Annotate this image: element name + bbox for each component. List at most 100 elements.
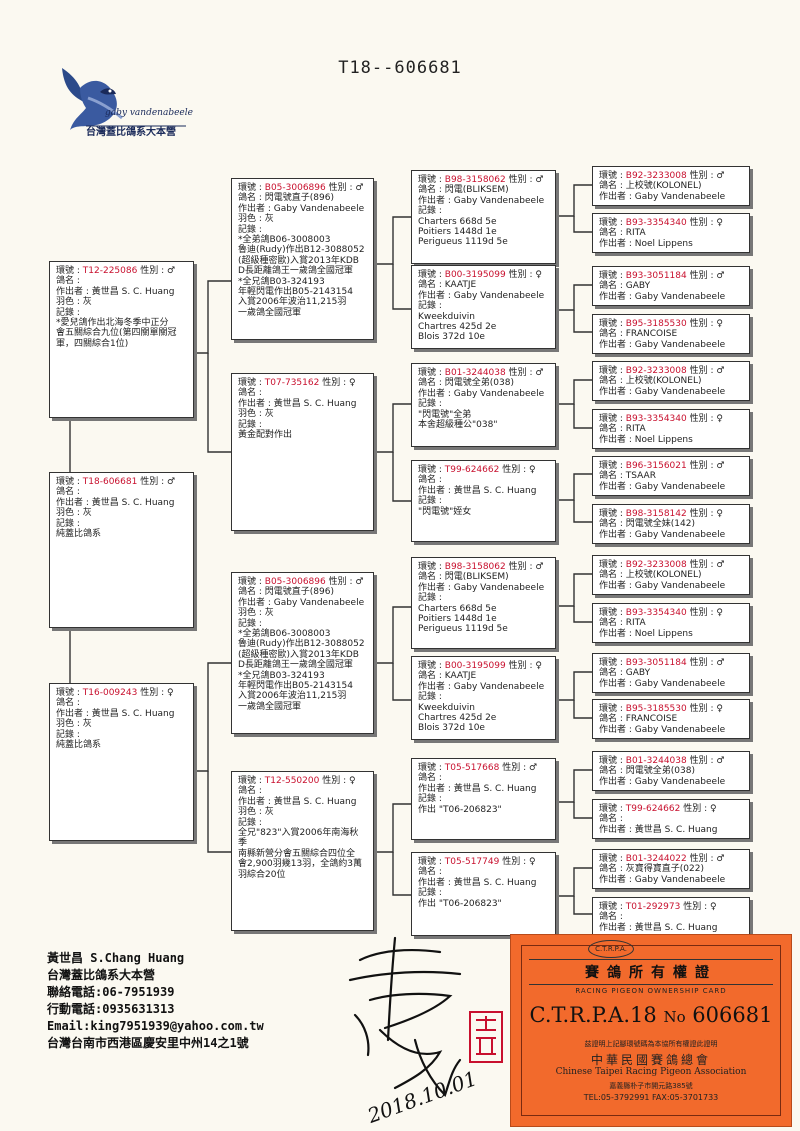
- pigeon-name: 鴿名 : FRANCOISE: [599, 329, 678, 340]
- pedigree-box-gggp-4: 環號 : B95-3185530 性別 : ♀ 鴿名 : FRANCOISE 作…: [592, 314, 750, 354]
- record-label: 記錄 :: [238, 419, 262, 430]
- record-label: 記錄 :: [418, 301, 442, 312]
- notes: 全兄"823"入賞2006年南海秋季 南縣新營分會五關綜合四位全 會2,900羽…: [238, 828, 362, 880]
- contact-name: 黃世昌 S.Chang Huang: [47, 951, 185, 965]
- sex: 性別 : ♀: [689, 218, 723, 228]
- notes: "閃電號"姪女: [418, 506, 472, 517]
- color: 羽色 : 灰: [238, 214, 274, 225]
- contact-mobile: 行動電話:0935631313: [47, 1002, 175, 1016]
- breeder: 作出者 : Gaby Vandenabeele: [599, 291, 726, 302]
- breeder: 作出者 : 黃世昌 S. C. Huang: [56, 286, 175, 297]
- pedigree-box-gggp-15: 環號 : B01-3244022 性別 : ♂ 鴿名 : 灰寶得寶直子(022)…: [592, 849, 750, 889]
- pigeon-name: 鴿名 : FRANCOISE: [599, 714, 678, 725]
- pigeon-name: 鴿名 : 閃電號全妹(142): [599, 519, 695, 530]
- ring-number: B92-3233008: [625, 560, 687, 570]
- ring-number: T12-550200: [264, 776, 320, 786]
- sex: 性別 : ♀: [689, 319, 723, 329]
- pedigree-box-gggp-7: 環號 : B96-3156021 性別 : ♂ 鴿名 : TSAAR 作出者 :…: [592, 456, 750, 496]
- pedigree-box-granddam-1: 環號 : T07-735162 性別 : ♀ 鴿名 : 作出者 : 黃世昌 S.…: [231, 373, 374, 531]
- record-label: 記錄 :: [418, 593, 442, 604]
- ring-number: T12-225086: [82, 266, 138, 276]
- pedigree-box-grandsire-2: 環號 : B05-3006896 性別 : ♂ 鴿名 : 閃電號直子(896) …: [231, 572, 374, 734]
- ring-number: T99-624662: [444, 465, 500, 475]
- ring-number: B92-3233008: [625, 366, 687, 376]
- sex: 性別 : ♂: [689, 461, 725, 471]
- pedigree-box-gggp-12: 環號 : B95-3185530 性別 : ♀ 鴿名 : FRANCOISE 作…: [592, 699, 750, 739]
- sex: 性別 : ♀: [689, 414, 723, 424]
- card-title: 賽鴿所有權證: [529, 959, 773, 985]
- color: 羽色 : 灰: [238, 409, 274, 420]
- breeder: 作出者 : Gaby Vandenabeele: [599, 678, 726, 689]
- sex: 性別 : ♂: [328, 183, 364, 193]
- contact-loft: 台灣蓋比鴿系大本營: [47, 968, 156, 982]
- pigeon-name: 鴿名 : 閃電號全弟(038): [599, 766, 695, 777]
- pigeon-name: 鴿名 : 閃電(BLIKSEM): [418, 572, 509, 583]
- breeder: 作出者 : 黃世昌 S. C. Huang: [238, 796, 357, 807]
- sex: 性別 : ♀: [683, 902, 717, 912]
- pigeon-name: 鴿名 :: [56, 276, 80, 287]
- ring-number: B92-3233008: [625, 171, 687, 181]
- notes: 純蓋比鴿系: [56, 740, 102, 751]
- pigeon-name: 鴿名 :: [599, 814, 623, 825]
- logo-caption: 台灣蓋比鴿系大本營: [86, 127, 176, 138]
- ring-number: T05-517668: [444, 763, 500, 773]
- ring-number: B05-3006896: [264, 577, 326, 587]
- pigeon-name: 鴿名 : 閃電(BLIKSEM): [418, 185, 509, 196]
- pedigree-box-gggp-8: 環號 : B98-3158142 性別 : ♀ 鴿名 : 閃電號全妹(142) …: [592, 504, 750, 544]
- record-label: 記錄 :: [238, 817, 262, 828]
- card-certification: 茲證明上記腳環號碼為本協所有權證此證明: [584, 1040, 718, 1048]
- sex: 性別 : ♂: [508, 175, 544, 185]
- pedigree-box-ggp-2: 環號 : B00-3195099 性別 : ♀ 鴿名 : KAATJE 作出者 …: [411, 265, 556, 349]
- record-label: 記錄 :: [56, 729, 80, 740]
- pigeon-name: 鴿名 : 上校號(KOLONEL): [599, 570, 702, 581]
- sex: 性別 : ♂: [140, 266, 176, 276]
- pigeon-name: 鴿名 :: [238, 786, 262, 797]
- ring-number: T07-735162: [264, 378, 320, 388]
- sex: 性別 : ♂: [502, 763, 538, 773]
- pigeon-name: 鴿名 : 閃電號直子(896): [238, 193, 334, 204]
- record-label: 記錄 :: [56, 518, 80, 529]
- pigeon-name: 鴿名 : GABY: [599, 668, 651, 679]
- ring-number: B93-3354340: [625, 608, 687, 618]
- pedigree-box-gggp-11: 環號 : B93-3051184 性別 : ♂ 鴿名 : GABY 作出者 : …: [592, 653, 750, 693]
- pedigree-box-gggp-9: 環號 : B92-3233008 性別 : ♂ 鴿名 : 上校號(KOLONEL…: [592, 555, 750, 595]
- contact-address: 台灣台南市西港區慶安里中州14之1號: [47, 1036, 249, 1050]
- breeder: 作出者 : Noel Lippens: [599, 434, 693, 445]
- card-border: [521, 945, 781, 1116]
- sex: 性別 : ♂: [328, 577, 364, 587]
- pedigree-box-sire: 環號 : T12-225086 性別 : ♂ 鴿名 : 作出者 : 黃世昌 S.…: [49, 261, 194, 418]
- pigeon-name: 鴿名 : 閃電號全弟(038): [418, 378, 514, 389]
- breeder: 作出者 : 黃世昌 S. C. Huang: [56, 708, 175, 719]
- dove-logo-icon: [62, 68, 186, 130]
- ring-number: B05-3006896: [264, 183, 326, 193]
- sex: 性別 : ♀: [508, 661, 542, 671]
- seal-stamp-icon: [469, 1011, 503, 1063]
- card-association: 中華民國賽鴿總會: [590, 1053, 711, 1067]
- pigeon-name: 鴿名 :: [56, 698, 80, 709]
- pedigree-box-gggp-14: 環號 : T99-624662 性別 : ♀ 鴿名 : 作出者 : 黃世昌 S.…: [592, 799, 750, 839]
- pedigree-box-dam: 環號 : T16-009243 性別 : ♀ 鴿名 : 作出者 : 黃世昌 S.…: [49, 683, 194, 841]
- card-number-line: C.T.R.P.A.18 No 606681: [511, 1003, 791, 1027]
- sex: 性別 : ♂: [689, 756, 725, 766]
- ring-number: T18-606681: [82, 477, 138, 487]
- pedigree-box-gggp-6: 環號 : B93-3354340 性別 : ♀ 鴿名 : RITA 作出者 : …: [592, 409, 750, 449]
- notes: 黃金配對作出: [238, 430, 293, 441]
- ring-number: B01-3244022: [625, 854, 687, 864]
- pedigree-box-subject: 環號 : T18-606681 性別 : ♂ 鴿名 : 作出者 : 黃世昌 S.…: [49, 472, 194, 628]
- notes: Charters 668d 5e Poitiers 1448d 1e Perig…: [418, 603, 508, 635]
- record-label: 記錄 :: [418, 399, 442, 410]
- record-label: 記錄 :: [418, 692, 442, 703]
- ring-number: B93-3354340: [625, 414, 687, 424]
- pedigree-box-ggp-6: 環號 : B00-3195099 性別 : ♀ 鴿名 : KAATJE 作出者 …: [411, 656, 556, 740]
- sex: 性別 : ♀: [322, 776, 356, 786]
- sex: 性別 : ♂: [140, 477, 176, 487]
- breeder: 作出者 : 黃世昌 S. C. Huang: [418, 877, 537, 888]
- breeder: 作出者 : Gaby Vandenabeele: [418, 681, 545, 692]
- ring-number: B93-3051184: [625, 271, 687, 281]
- notes: *愛兒鴿作出北海冬季中正分 會五關綜合九位(第四關單關冠 軍，四關綜合1位): [56, 318, 177, 349]
- pedigree-box-ggp-3: 環號 : B01-3244038 性別 : ♂ 鴿名 : 閃電號全弟(038) …: [411, 363, 556, 447]
- sex: 性別 : ♂: [508, 368, 544, 378]
- pedigree-box-granddam-2: 環號 : T12-550200 性別 : ♀ 鴿名 : 作出者 : 黃世昌 S.…: [231, 771, 374, 931]
- breeder: 作出者 : 黃世昌 S. C. Huang: [56, 497, 175, 508]
- pigeon-name: 鴿名 : RITA: [599, 424, 646, 435]
